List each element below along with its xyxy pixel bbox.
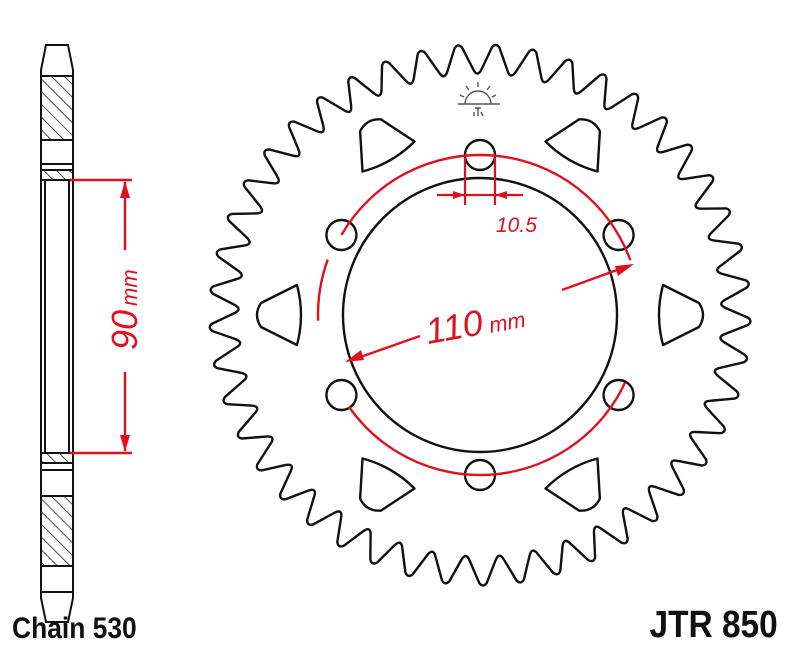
jt-sun-logo [458,82,500,117]
lightening-slot [544,457,602,512]
lightening-slot [358,457,416,512]
bolt-circle-dimension [316,153,632,477]
hub-dimension-label: 90mm [104,269,145,350]
lightening-slot [255,283,303,347]
center-bore [341,176,619,454]
bolt-hole-label: 10.5 [496,214,537,237]
sprocket-outline [208,43,752,587]
part-number-label: JTR 850 [649,604,778,646]
bolt-hole [325,378,358,412]
lightening-slot [657,283,705,347]
dimension-arrows [345,264,634,362]
side-profile [40,44,74,623]
lightening-slots [255,118,705,512]
chain-size-label: Chain 530 [12,612,137,645]
bolt-hole-dimension [437,158,523,205]
lightening-slot [544,118,602,173]
lightening-slot [358,118,416,173]
hub-dimension [70,178,132,455]
